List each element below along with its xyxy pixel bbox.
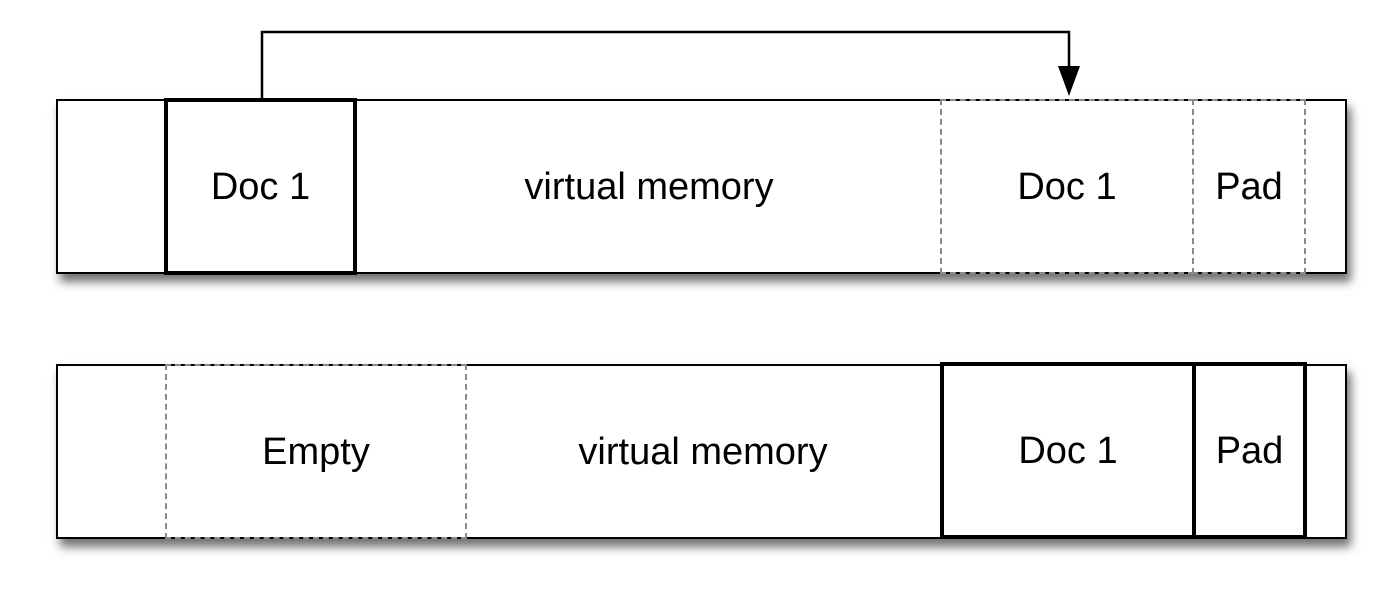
- virtual-memory-label: virtual memory: [578, 430, 828, 473]
- pad-label: Pad: [1215, 429, 1284, 472]
- doc-block: Doc 1: [940, 362, 1196, 539]
- empty-block: Empty: [165, 364, 467, 539]
- move-arrow-line: [260, 30, 1071, 99]
- doc-label: Doc 1: [1018, 429, 1118, 472]
- doc-source-label: Doc 1: [210, 165, 311, 208]
- virtual-memory-region: virtual memory: [358, 101, 940, 272]
- move-arrow-head: [1058, 66, 1080, 96]
- memory-bar-before: Doc 1 virtual memory Doc 1 Pad: [56, 98, 1347, 275]
- virtual-memory-region: virtual memory: [467, 366, 939, 537]
- memory-bar-after: Empty virtual memory Doc 1 Pad: [56, 362, 1347, 539]
- doc-source-block: Doc 1: [164, 98, 357, 275]
- pad-block: Pad: [1192, 362, 1307, 539]
- pad-block: Pad: [1192, 99, 1306, 274]
- pad-label: Pad: [1215, 165, 1283, 208]
- doc-destination-label: Doc 1: [1017, 165, 1117, 208]
- virtual-memory-label: virtual memory: [524, 165, 774, 208]
- doc-destination-block: Doc 1: [940, 99, 1194, 274]
- empty-label: Empty: [262, 430, 370, 473]
